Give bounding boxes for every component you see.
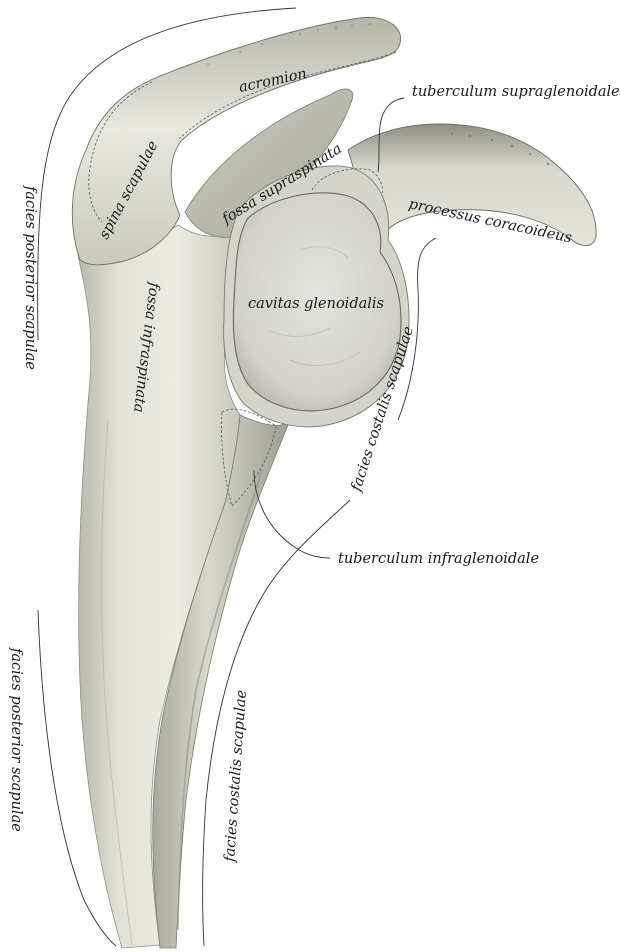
- label-tuberculum-supraglenoidale: tuberculum supraglenoidale: [412, 84, 620, 100]
- label-facies-costalis-lower: facies costalis scapulae: [222, 689, 250, 863]
- label-facies-posterior-upper: facies posterior scapulae: [22, 185, 38, 370]
- label-facies-posterior-lower: facies posterior scapulae: [8, 647, 24, 832]
- label-cavitas-glenoidalis: cavitas glenoidalis: [248, 296, 384, 312]
- label-tuberculum-infraglenoidale: tuberculum infraglenoidale: [338, 551, 539, 567]
- infraglenoid-leader: [254, 470, 330, 558]
